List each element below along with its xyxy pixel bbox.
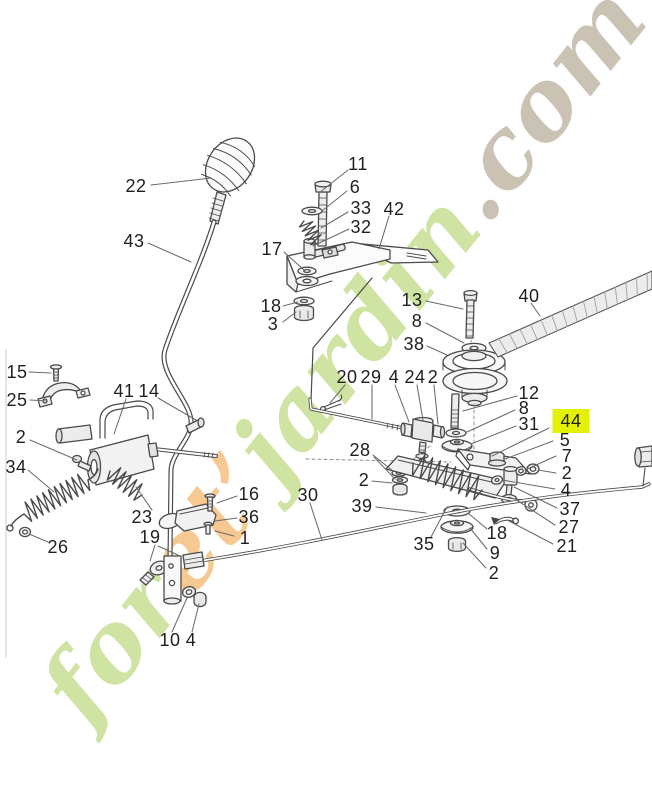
leader-line-17-7 (283, 251, 305, 271)
leader-line-14-17 (157, 397, 197, 421)
belt-rib (625, 282, 628, 301)
leader-line-7-46 (524, 455, 557, 471)
leader-line-31-43 (470, 425, 517, 445)
leader-line-33-4 (320, 211, 349, 229)
watermark: foret’jardin.com (14, 0, 652, 747)
spring-coil (298, 220, 322, 246)
lever-pin (185, 417, 205, 434)
leader-line-10-35 (171, 597, 188, 633)
lever-clamp (158, 493, 217, 535)
leader-line-36-31 (214, 517, 238, 522)
belt-rib (572, 305, 578, 323)
spring-coil (23, 473, 91, 522)
leader-line-16-30 (216, 495, 238, 504)
cotter-pin (491, 516, 519, 525)
selector-rod (305, 277, 452, 496)
belt-rib (540, 319, 548, 336)
leader-line-1-32 (214, 530, 235, 537)
leader-line-27-50 (514, 498, 556, 526)
leader-line-43-1 (147, 242, 192, 263)
leader-line-19-22 (157, 545, 181, 557)
leader-line-41-16 (113, 398, 127, 435)
leader-line-2-18 (29, 439, 78, 461)
leader-line-39-34 (375, 506, 427, 514)
leader-line-26-20 (28, 533, 49, 543)
leader-line-4-25 (394, 384, 410, 423)
leader-line-18-38 (467, 512, 488, 530)
belt-rib (593, 296, 598, 314)
leader-line-32-5 (312, 228, 350, 247)
belt-rib (551, 314, 558, 332)
leader-line-2-40 (462, 542, 487, 569)
leader-line-25-15 (29, 399, 48, 402)
leader-line-19-22 (149, 544, 156, 562)
leader-line-28-28 (372, 454, 394, 472)
leader-line-8-11 (425, 322, 465, 344)
washer-stack (440, 505, 474, 553)
belt-rib (561, 310, 568, 327)
idler-pulley (441, 289, 508, 453)
belt-rib (508, 333, 518, 349)
leader-line-6-3 (321, 190, 348, 212)
watermark-text: foret’jardin.com (14, 0, 652, 747)
left-mount-assembly (6, 364, 218, 538)
leader-line-12-41 (462, 395, 518, 412)
spring-coil (106, 467, 143, 501)
leader-line-44-44 (491, 427, 550, 457)
leader-line-28-28 (373, 456, 396, 480)
leader-line-2-47 (537, 469, 557, 474)
belt-rib (519, 328, 528, 345)
springs (23, 220, 483, 522)
spring-coil (411, 454, 483, 501)
lever-thread (208, 191, 227, 225)
leader-line-40-13 (530, 302, 541, 317)
leader-lines (27, 169, 558, 633)
lever-bottom (163, 555, 207, 608)
leader-line-35-37 (430, 506, 448, 538)
leader-line-37-49 (513, 486, 558, 509)
leader-line-2-27 (433, 384, 439, 425)
leader-line-4-36 (191, 603, 200, 633)
leader-line-4-48 (501, 479, 556, 490)
leader-line-20-23 (329, 384, 346, 404)
belt-rib (498, 338, 508, 354)
leader-line-13-10 (425, 300, 464, 310)
leader-line-15-14 (28, 371, 52, 374)
belt-rib (614, 286, 618, 305)
belt-rib (604, 291, 608, 310)
belt-rib (583, 300, 588, 319)
gear-knob (200, 137, 256, 197)
leader-line-38-12 (426, 345, 448, 356)
leader-line-42-6 (378, 215, 390, 250)
leader-line-3-9 (282, 311, 297, 323)
leader-line-23-21 (135, 486, 153, 511)
lower-link-rod (139, 445, 652, 586)
leader-line-22-0 (150, 177, 212, 186)
leader-line-24-26 (416, 384, 424, 421)
leader-line-34-19 (27, 469, 55, 493)
belt-rib (636, 277, 638, 296)
leader-line-30-33 (309, 502, 323, 541)
leader-line-2-29 (371, 480, 393, 484)
leader-line-21-51 (506, 519, 554, 545)
belt-rib (530, 324, 538, 341)
leader-line-9-39 (469, 527, 488, 550)
drive-belt (488, 270, 652, 358)
leader-line-18-8 (282, 301, 299, 307)
leader-line-11-2 (318, 169, 349, 194)
leader-line-5-45 (504, 440, 554, 460)
gear-lever-shaft (161, 219, 217, 559)
leader-line-8-42 (466, 409, 516, 433)
